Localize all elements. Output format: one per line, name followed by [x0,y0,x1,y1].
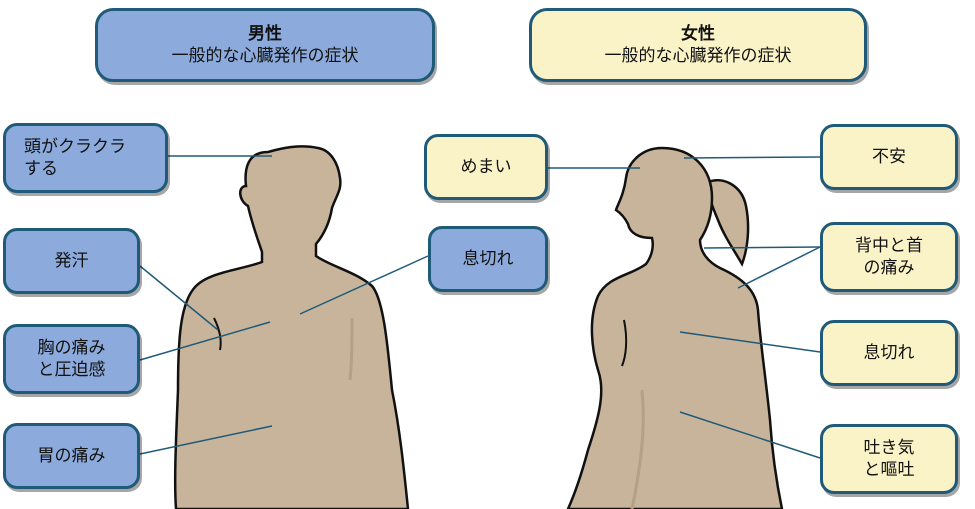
male-symptom-sweating-label: 発汗 [54,251,89,271]
female-header-title: 女性 [681,24,715,44]
female-ponytail [706,179,750,267]
female-connector-lines [548,156,821,459]
male-header: 男性 一般的な心臓発作の症状 [95,8,435,82]
connector-female-neck [703,246,821,249]
male-arm-crease [213,317,222,351]
female-symptom-anxiety-label: 不安 [872,147,906,167]
female-figure [566,146,784,509]
male-symptom-breath: 息切れ [428,226,548,292]
male-symptom-breath-label: 息切れ [462,249,514,269]
connector-female-anxiety [683,156,821,159]
female-symptom-breath-label: 息切れ [863,343,915,363]
male-symptom-dizziness: 頭がクラクラ する [3,123,168,193]
male-symptom-stomach: 胃の痛み [3,423,140,489]
male-back-crease [348,317,354,381]
male-symptom-stomach-label: 胃の痛み [37,446,106,466]
female-body-silhouette [566,146,784,509]
connector-male-chest [139,321,271,361]
male-body-silhouette [173,145,410,509]
connector-male-breath [299,255,429,315]
connector-male-stomach [139,425,273,455]
female-symptom-dizziness-label: めまい [460,157,512,177]
connector-female-nausea [679,411,821,459]
female-symptom-nausea-label: 吐き気 と嘔吐 [863,438,915,480]
male-figure [173,145,410,509]
male-header-subtitle: 一般的な心臓発作の症状 [171,46,359,66]
connector-female-back [737,246,821,289]
female-header: 女性 一般的な心臓発作の症状 [529,8,867,82]
female-header-subtitle: 一般的な心臓発作の症状 [604,46,792,66]
male-symptom-sweating: 発汗 [3,228,140,294]
female-symptom-dizziness: めまい [424,134,548,200]
female-side-crease [630,389,645,509]
female-chest-line [621,319,628,367]
connector-male-sweating [139,265,219,331]
female-symptom-nausea: 吐き気 と嘔吐 [820,424,958,494]
female-symptom-back-neck: 背中と首 の痛み [820,222,958,292]
female-symptom-breath: 息切れ [820,320,958,386]
female-symptom-back-neck-label: 背中と首 の痛み [855,236,923,278]
male-symptom-dizziness-label: 頭がクラクラ する [24,137,126,179]
male-symptom-chest: 胸の痛み と圧迫感 [3,324,140,394]
female-symptom-anxiety: 不安 [820,124,958,190]
connector-female-breath [679,331,821,353]
male-symptom-chest-label: 胸の痛み と圧迫感 [37,338,106,380]
male-connector-lines [139,155,429,455]
male-header-title: 男性 [248,24,282,44]
